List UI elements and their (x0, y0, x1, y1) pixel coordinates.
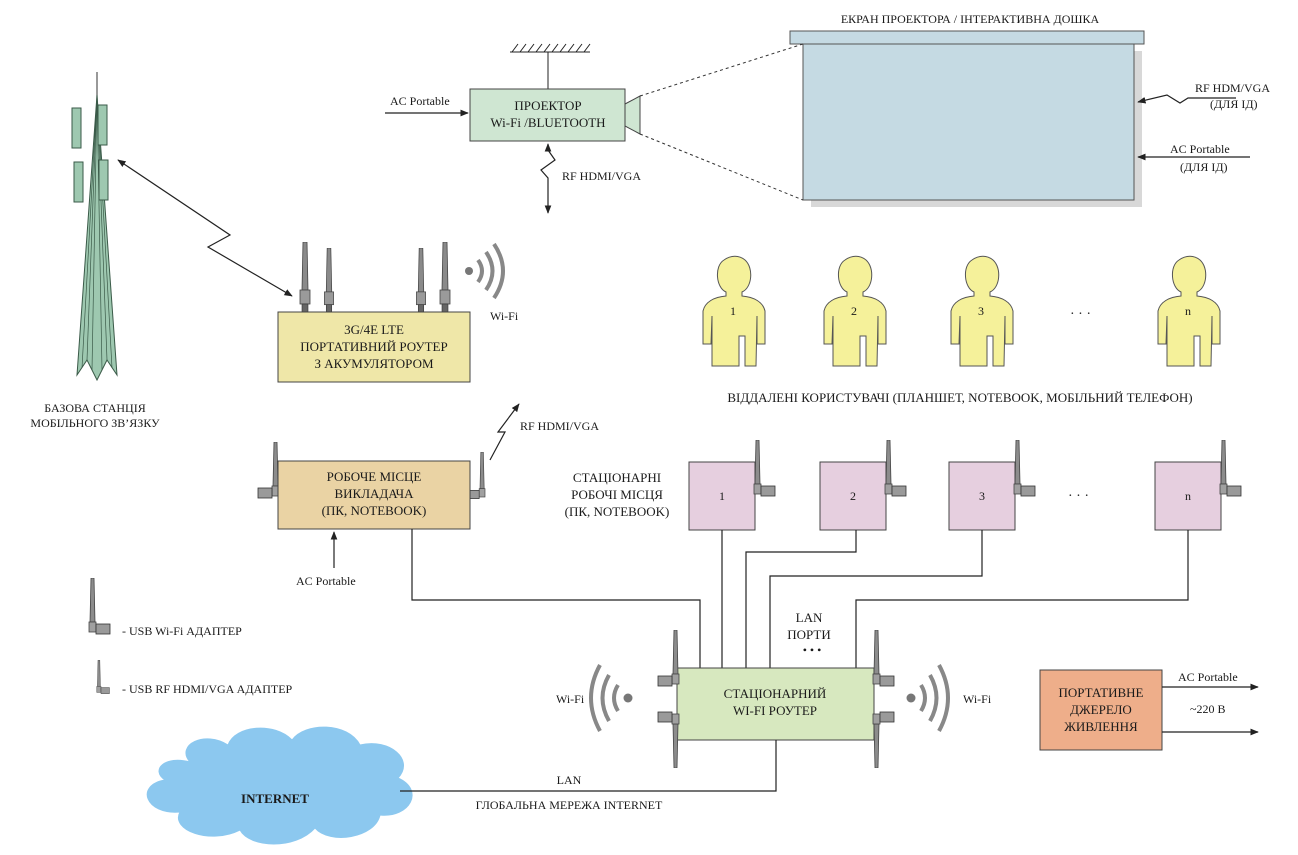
remote-users-ellipsis: · · · (1070, 307, 1091, 322)
legend-wifi-adapter: - USB Wi-Fi АДАПТЕР (88, 578, 242, 638)
screen-title: ЕКРАН ПРОЕКТОРА / ІНТЕРАКТИВНА ДОШКА (841, 12, 1100, 26)
router-wifi-left-label: Wi-Fi (556, 692, 585, 706)
lte-router-label-2: ПОРТАТИВНИЙ РОУТЕР (300, 339, 447, 354)
remote-user-n: n (1157, 255, 1221, 367)
cellular-link (117, 159, 293, 297)
screen-ac-input: AC Portable (ДЛЯ ІД) (1137, 142, 1250, 174)
station-1: 1 (688, 440, 776, 531)
station-label: 1 (719, 489, 725, 503)
remote-user-label: 3 (978, 304, 984, 318)
projector-label: ПРОЕКТОР (514, 98, 581, 113)
remote-user-label: n (1185, 304, 1191, 318)
station-label: 3 (979, 489, 985, 503)
projector-ac-label: AC Portable (390, 94, 450, 108)
projector-sublabel: Wi-Fi /BLUETOOTH (490, 115, 605, 130)
internet-cloud: INTERNET (146, 726, 413, 845)
teacher-ac-label: AC Portable (296, 574, 356, 588)
power-voltage-label: ~220 В (1190, 702, 1226, 716)
lan-ports-label: LAN ПОРТИ • • • (787, 610, 831, 657)
projector-ac-input: AC Portable (385, 94, 469, 117)
lan-wiring (411, 529, 1189, 668)
screen-ac-label: AC Portable (1170, 142, 1230, 156)
remote-user-label: 1 (730, 304, 736, 318)
station-n: n (1154, 440, 1242, 531)
router-label-1: СТАЦІОНАРНИЙ (724, 686, 827, 701)
router-wifi-left: Wi-Fi (556, 664, 633, 732)
router-wifi-right: Wi-Fi (906, 664, 992, 732)
remote-user-2: 2 (823, 255, 887, 367)
legend-wifi-adapter-label: - USB Wi-Fi АДАПТЕР (122, 624, 242, 638)
teacher-rf-link: RF HDMI/VGA (489, 403, 599, 461)
projector-beam (639, 43, 804, 201)
lan-ports-label-2: ПОРТИ (787, 627, 831, 642)
stations-caption-1: СТАЦІОНАРНІ (573, 470, 661, 485)
teacher-label-1: РОБОЧЕ МІСЦЕ (327, 469, 422, 484)
internet-lan-link: LAN ГЛОБАЛЬНА МЕРЕЖА INTERNET (400, 740, 777, 812)
base-station-tower: БАЗОВА СТАНЦІЯ МОБІЛЬНОГО ЗВ’ЯЗКУ (30, 72, 160, 430)
station-label: 2 (850, 489, 856, 503)
projector-screen: ЕКРАН ПРОЕКТОРА / ІНТЕРАКТИВНА ДОШКА (789, 12, 1145, 207)
lte-router-label-1: 3G/4E LTE (344, 322, 404, 337)
ceiling-mount (510, 43, 591, 89)
screen-ac-sublabel: (ДЛЯ ІД) (1180, 160, 1228, 174)
internet-label: INTERNET (241, 791, 309, 806)
screen-rf-label: RF HDM/VGA (1195, 81, 1270, 95)
lan-ports-dots: • • • (803, 643, 822, 657)
internet-caption: ГЛОБАЛЬНА МЕРЕЖА INTERNET (476, 798, 663, 812)
stations-ellipsis: · · · (1068, 489, 1089, 504)
projector-rf-label: RF HDMI/VGA (562, 169, 641, 183)
remote-user-1: 1 (702, 255, 766, 367)
internet-lan-label: LAN (557, 773, 582, 787)
projector-rf-link: RF HDMI/VGA (540, 143, 641, 214)
router-wifi-right-label: Wi-Fi (963, 692, 992, 706)
station-label: n (1185, 489, 1191, 503)
teacher-workstation: РОБОЧЕ МІСЦЕ ВИКЛАДАЧА (ПК, NOTEBOOK) (257, 442, 486, 530)
wifi-router: СТАЦІОНАРНИЙ WI-FI РОУТЕР (657, 630, 895, 768)
teacher-label-2: ВИКЛАДАЧА (334, 486, 414, 501)
remote-user-3: 3 (950, 255, 1014, 367)
lte-router: 3G/4E LTE ПОРТАТИВНИЙ РОУТЕР З АКУМУЛЯТО… (277, 242, 471, 383)
base-station-sublabel: МОБІЛЬНОГО ЗВ’ЯЗКУ (30, 416, 160, 430)
station-2: 2 (819, 440, 907, 531)
legend: - USB Wi-Fi АДАПТЕР - USB RF HDMI/VGA АД… (88, 578, 293, 696)
power-label-1: ПОРТАТИВНЕ (1058, 685, 1143, 700)
legend-rf-adapter-label: - USB RF HDMI/VGA АДАПТЕР (122, 682, 293, 696)
screen-rf-sublabel: (ДЛЯ ІД) (1210, 97, 1258, 111)
stations-caption-3: (ПК, NOTEBOOK) (565, 504, 670, 519)
portable-power-source: ПОРТАТИВНЕ ДЖЕРЕЛО ЖИВЛЕННЯ AC Portable … (1039, 669, 1259, 751)
station-3: 3 (948, 440, 1036, 531)
screen-rf-input: RF HDM/VGA (ДЛЯ ІД) (1137, 81, 1270, 111)
lte-router-label-3: З АКУМУЛЯТОРОМ (314, 356, 433, 371)
projector: ПРОЕКТОР Wi-Fi /BLUETOOTH (469, 88, 641, 142)
router-label-2: WI-FI РОУТЕР (733, 703, 817, 718)
legend-rf-adapter: - USB RF HDMI/VGA АДАПТЕР (96, 660, 293, 696)
stations-caption-2: РОБОЧІ МІСЦЯ (571, 487, 663, 502)
power-label-3: ЖИВЛЕННЯ (1064, 719, 1138, 734)
power-ac-label: AC Portable (1178, 670, 1238, 684)
teacher-rf-label: RF HDMI/VGA (520, 419, 599, 433)
remote-users-caption: ВІДДАЛЕНІ КОРИСТУВАЧІ (ПЛАНШЕТ, NOTEBOOK… (727, 390, 1192, 405)
teacher-label-3: (ПК, NOTEBOOK) (322, 503, 427, 518)
lan-ports-label-1: LAN (796, 610, 823, 625)
lte-wifi-label: Wi-Fi (490, 309, 519, 323)
stations-caption: СТАЦІОНАРНІ РОБОЧІ МІСЦЯ (ПК, NOTEBOOK) (565, 470, 670, 519)
lte-wifi-signal: Wi-Fi (465, 242, 519, 323)
remote-users: 1 2 3 · · · n ВІДДАЛЕНІ КОРИСТУВАЧІ (ПЛА… (702, 255, 1221, 405)
remote-user-label: 2 (851, 304, 857, 318)
base-station-label: БАЗОВА СТАНЦІЯ (44, 401, 145, 415)
teacher-ac-input: AC Portable (296, 531, 356, 588)
power-label-2: ДЖЕРЕЛО (1070, 702, 1132, 717)
